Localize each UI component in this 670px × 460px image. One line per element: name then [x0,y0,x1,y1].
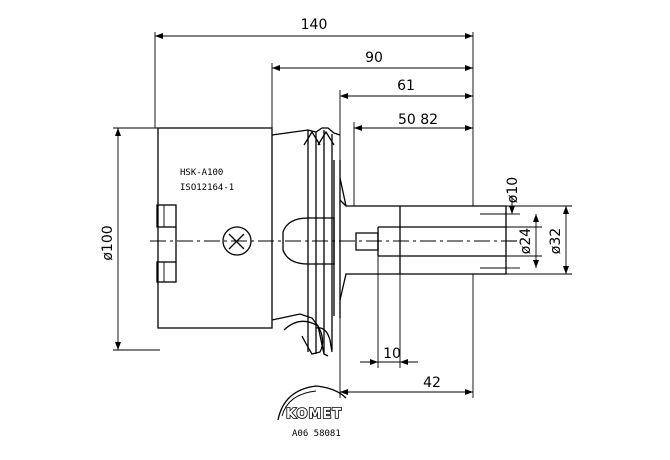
dim-32-label: ø32 [548,228,564,254]
dim-nose-length: 10 [360,256,418,368]
dim-50-82-label: 50 82 [398,112,438,128]
dim-100-label: ø100 [100,225,116,260]
drawing-code-label: A06 58081 [292,429,341,439]
dim-10-nose-label: 10 [383,346,401,362]
komet-logo: KOMET [277,385,347,423]
dim-bore-diameter: ø10 [505,177,521,269]
dim-24-label: ø24 [518,228,534,254]
dim-61-label: 61 [397,78,415,94]
dim-body-diameter: ø100 [100,127,160,351]
taper-holder [339,177,507,301]
tool-body [156,127,341,357]
dim-shank-diameter: ø24 [506,214,542,268]
dim-42-label: 42 [423,375,441,391]
dim-projection-length: 42 [339,274,474,398]
dim-reference: 50 82 [353,112,473,206]
dim-90-label: 90 [365,50,383,66]
part-number-label: ISO12164-1 [180,183,234,193]
dim-140-label: 140 [301,17,328,33]
dim-overall-length: 140 [154,17,474,206]
dim-adapter-length: 90 [271,50,473,128]
dim-outer-diameter: ø32 [506,205,572,275]
part-type-label: HSK-A100 [180,168,223,178]
svg-text:KOMET: KOMET [286,407,342,422]
dim-taper-length: 61 [339,78,473,178]
dim-10-bore-label: ø10 [505,177,521,203]
